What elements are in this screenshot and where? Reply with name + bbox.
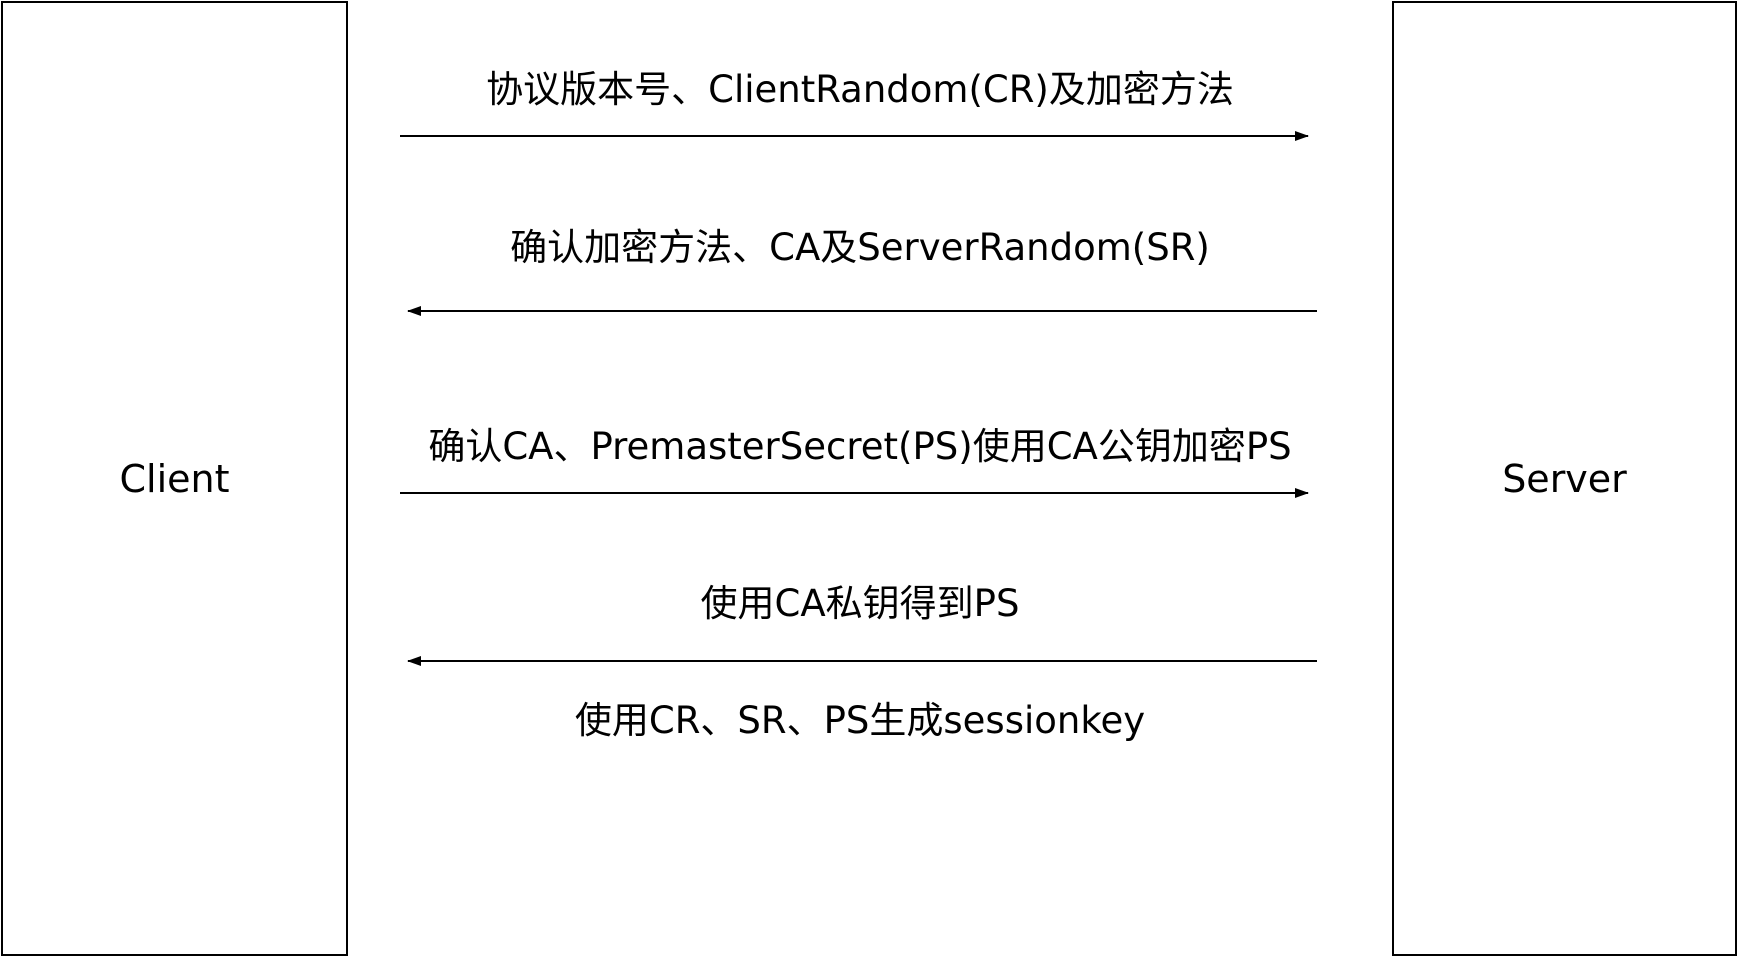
message-label-2: 确认加密方法、CA及ServerRandom(SR) xyxy=(510,226,1210,269)
message-label-1: 协议版本号、ClientRandom(CR)及加密方法 xyxy=(486,68,1234,111)
client-note-label: 使用CR、SR、PS生成sessionkey xyxy=(574,699,1146,742)
client-label: Client xyxy=(119,456,230,501)
message-label-3: 确认CA、PremasterSecret(PS)使用CA公钥加密PS xyxy=(428,425,1292,468)
server-box: Server xyxy=(1392,1,1737,956)
message-label-4: 使用CA私钥得到PS xyxy=(700,582,1020,625)
server-label: Server xyxy=(1502,456,1627,501)
client-box: Client xyxy=(1,1,348,956)
